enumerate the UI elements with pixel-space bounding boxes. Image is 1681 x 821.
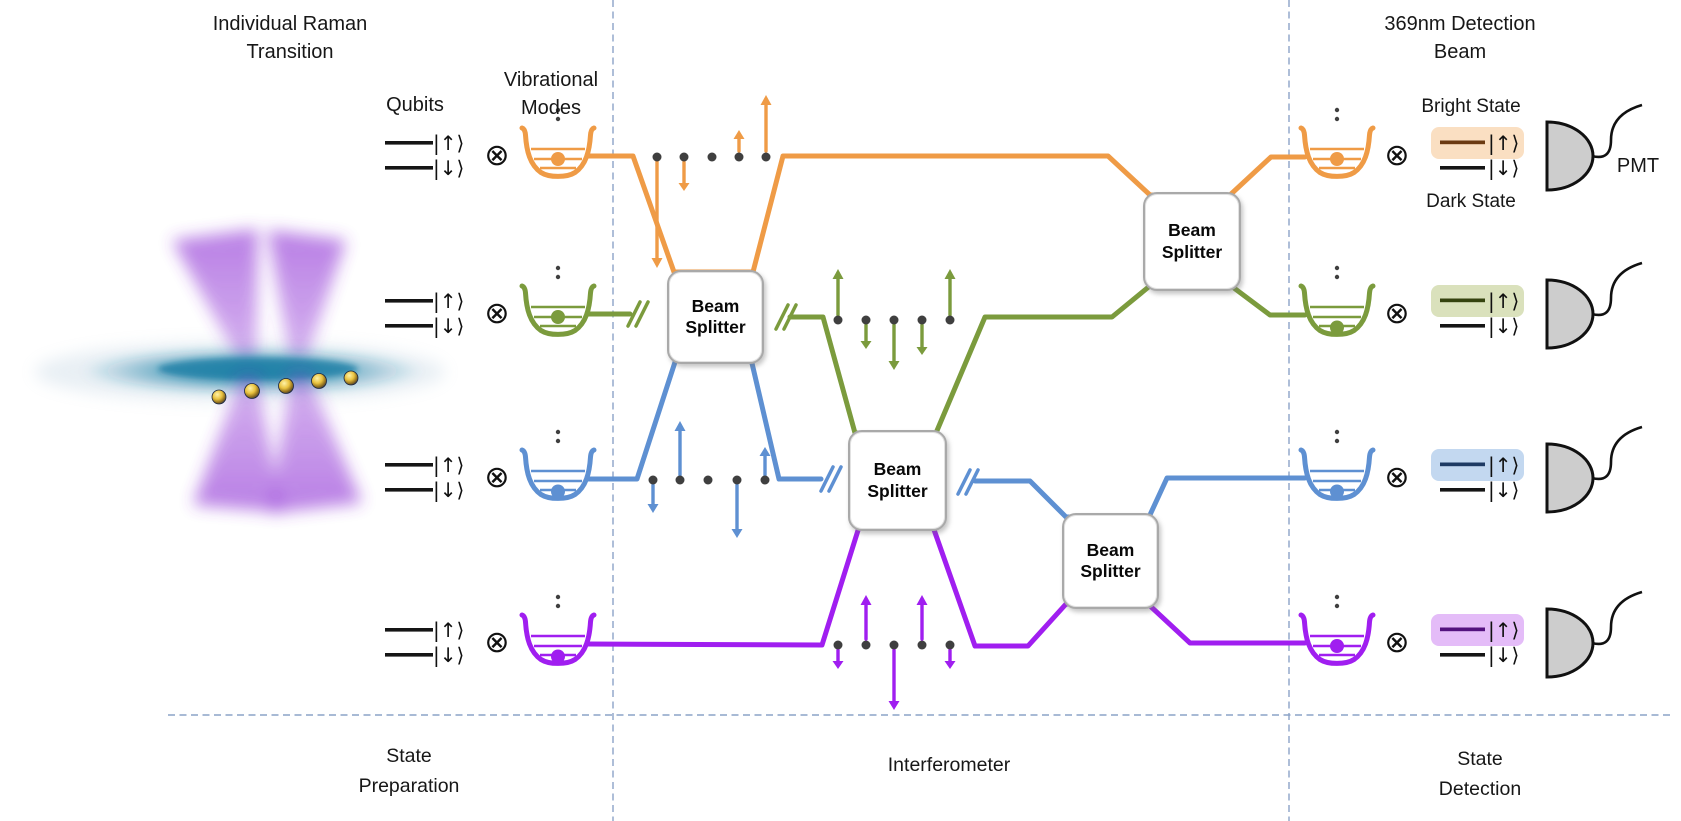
- purple-beam-group: [585, 521, 1308, 710]
- ket-down-left-green: |↓⟩: [433, 314, 465, 338]
- ket-up-left-orange: |↑⟩: [433, 131, 465, 155]
- section-interferometer: Interferometer: [887, 754, 1011, 776]
- laser-cones-top: [172, 229, 346, 363]
- right-trap-orange: [1301, 108, 1373, 177]
- tensor-product-left-orange: ⊗: [484, 138, 510, 173]
- ion-sphere: [244, 383, 260, 399]
- beam-splitter-1: Beam Splitter: [667, 270, 764, 364]
- tensor-product-left-blue: ⊗: [484, 460, 510, 495]
- ion-chain-spheres: [211, 370, 359, 405]
- section-dividers: [168, 0, 1672, 821]
- purple-beam-path: [585, 521, 1308, 649]
- beam-splitter-4: Beam Splitter: [1062, 513, 1159, 609]
- ion-chain-dots: [648, 152, 955, 650]
- ket-up-right-orange: |↑⟩: [1488, 131, 1520, 155]
- ion-sphere: [211, 389, 227, 405]
- ion-sphere: [311, 373, 327, 389]
- left-trap-green: [522, 266, 594, 335]
- left-trap-purple: [522, 595, 594, 664]
- ket-up-right-green: |↑⟩: [1488, 289, 1520, 313]
- title-qubits: Qubits: [386, 94, 444, 116]
- section-state-preparation: State Preparation: [358, 745, 460, 797]
- left-qubit-levels: [385, 141, 433, 657]
- right-trap-purple: [1301, 595, 1373, 664]
- left-trap-blue: [522, 430, 594, 499]
- green-beam-path: [585, 282, 1308, 436]
- pmt-blue: [1545, 425, 1644, 514]
- tensor-product-right-green: ⊗: [1384, 296, 1410, 331]
- ket-down-right-green: |↓⟩: [1488, 314, 1520, 338]
- tensor-product-left-purple: ⊗: [484, 625, 510, 660]
- right-trap-blue: [1301, 430, 1373, 499]
- ket-up-right-blue: |↑⟩: [1488, 453, 1520, 477]
- ket-up-left-green: |↑⟩: [433, 289, 465, 313]
- ket-down-right-orange: |↓⟩: [1488, 156, 1520, 180]
- green-beam-group: [585, 269, 1308, 436]
- label-dark-state: Dark State: [1426, 191, 1516, 212]
- green-break-marks: [626, 300, 798, 331]
- pmt-purple: [1545, 590, 1644, 679]
- right-trap-green: [1301, 266, 1373, 335]
- tensor-product-right-purple: ⊗: [1384, 625, 1410, 660]
- green-ion-arrows: [832, 269, 956, 370]
- tensor-product-left-green: ⊗: [484, 296, 510, 331]
- ket-up-left-blue: |↑⟩: [433, 453, 465, 477]
- title-raman: Individual Raman Transition: [212, 13, 368, 63]
- laser-cones-bottom: [193, 374, 362, 513]
- title-vibrational-modes: Vibrational Modes: [503, 69, 599, 119]
- section-state-detection: State Detection: [1438, 748, 1522, 800]
- label-pmt: PMT: [1616, 155, 1660, 177]
- orange-beam-path: [585, 153, 1308, 275]
- ket-down-right-blue: |↓⟩: [1488, 478, 1520, 502]
- ket-down-right-purple: |↓⟩: [1488, 643, 1520, 667]
- ket-down-left-purple: |↓⟩: [433, 643, 465, 667]
- purple-ion-arrows: [832, 595, 956, 710]
- beam-splitter-3: Beam Splitter: [1143, 192, 1241, 291]
- blue-ion-arrows: [647, 421, 771, 538]
- right-qubit-levels: [1431, 127, 1524, 657]
- title-detection-beam: 369nm Detection Beam: [1384, 13, 1536, 63]
- label-bright-state: Bright State: [1421, 96, 1521, 117]
- raman-laser-graphic: [35, 229, 445, 513]
- orange-ion-arrows: [651, 95, 772, 268]
- ket-up-right-purple: |↑⟩: [1488, 618, 1520, 642]
- orange-beam-group: [585, 95, 1308, 275]
- ket-up-left-purple: |↑⟩: [433, 618, 465, 642]
- blue-break-marks: [819, 465, 980, 496]
- tensor-product-right-orange: ⊗: [1384, 138, 1410, 173]
- pmt-green: [1545, 261, 1644, 350]
- ket-down-left-orange: |↓⟩: [433, 156, 465, 180]
- ion-sphere: [278, 378, 294, 394]
- tensor-product-right-blue: ⊗: [1384, 460, 1410, 495]
- ket-down-left-blue: |↓⟩: [433, 478, 465, 502]
- ion-sphere: [343, 370, 359, 386]
- ion-trap-core: [158, 358, 358, 380]
- beam-splitter-2: Beam Splitter: [848, 430, 947, 531]
